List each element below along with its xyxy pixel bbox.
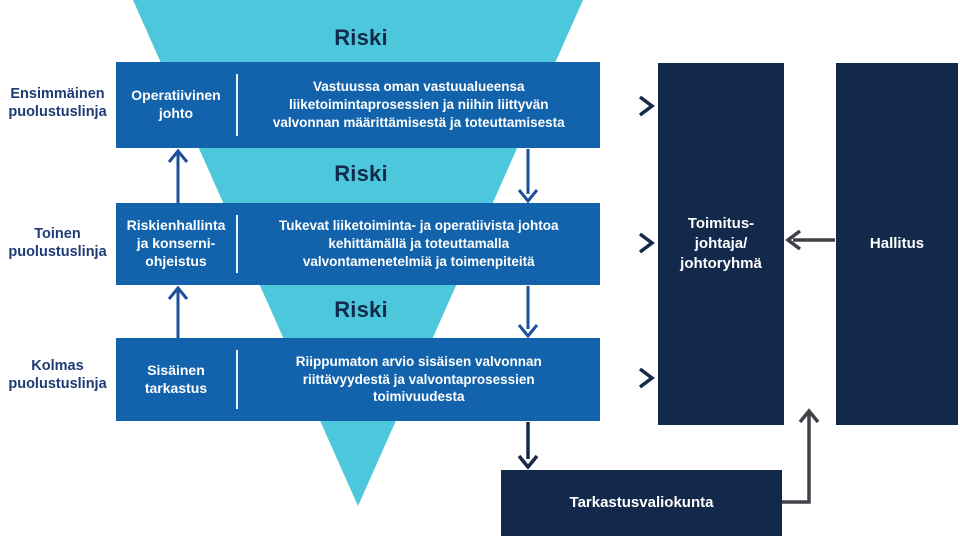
row-description-internal-audit: Riippumaton arvio sisäisen valvonnan rii… [295,353,542,405]
executive-box-label: Toimitus- johtaja/ johtoryhmä [680,214,762,273]
row-divider [236,74,238,136]
risk-label-2: Riski [334,161,388,186]
row-operational-management: Operatiivinen johto Vastuussa oman vastu… [116,62,600,148]
row-description-risk-management: Tukevat liiketoiminta- ja operatiivista … [278,218,559,269]
right-arrow-row2-to-executive [601,232,655,254]
left-arrow-board-to-executive [785,229,835,251]
down-arrow-row1-to-row2 [517,149,539,204]
board-box: Hallitus [836,63,958,425]
row-internal-audit: Sisäinen tarkastus Riippumaton arvio sis… [116,338,600,421]
board-box-label: Hallitus [869,234,925,252]
audit-committee-box: Tarkastusvaliokunta [501,470,782,536]
defense-line-label-second: Toinen puolustuslinja [8,226,107,260]
right-arrow-row3-to-executive [601,367,655,389]
row-title-risk-management: Riskienhallinta ja konserni- ohjeistus [126,217,226,269]
defense-line-label-third: Kolmas puolustuslinja [8,358,107,392]
up-arrow-row2-to-row1 [167,148,189,203]
up-arrow-row3-to-row2 [167,285,189,338]
right-arrow-row1-to-executive [601,95,655,117]
risk-label-3: Riski [334,297,388,322]
row-title-operational-management: Operatiivinen johto [131,87,221,121]
audit-committee-box-label: Tarkastusvaliokunta [569,493,714,511]
row-title-internal-audit: Sisäinen tarkastus [144,361,208,396]
elbow-arrow-audit-committee-up [782,408,820,504]
row-risk-management: Riskienhallinta ja konserni- ohjeistus T… [116,203,600,285]
defense-line-label-first: Ensimmäinen puolustuslinja [8,86,107,120]
row-description-operational-management: Vastuussa oman vastuualueensa liiketoimi… [272,79,565,130]
row-divider [236,350,238,409]
down-arrow-row2-to-row3 [517,286,539,339]
risk-label-1: Riski [334,25,388,50]
down-arrow-row3-to-audit-committee [517,422,539,470]
executive-box: Toimitus- johtaja/ johtoryhmä [658,63,784,425]
row-divider [236,215,238,273]
